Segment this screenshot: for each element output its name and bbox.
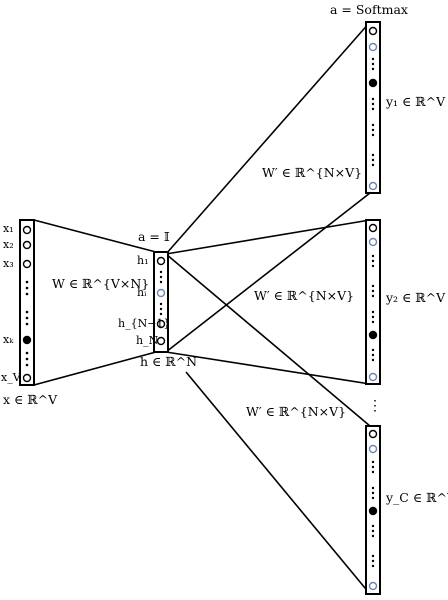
- label-x3: x₃: [3, 257, 14, 270]
- hidden-node-hN: [156, 336, 166, 346]
- hidden-node-hN1: [156, 319, 166, 329]
- yC-dots-b: [371, 486, 375, 500]
- input-dots-bottom: [25, 351, 29, 367]
- output-weight-label-2: W′ ∈ ℝ^{N×V}: [254, 288, 354, 303]
- output-panel-y2: y₂ ∈ ℝ^V: [365, 219, 446, 385]
- input-dots-lower: [25, 310, 29, 326]
- input-node-x1: [22, 225, 32, 235]
- output-panel-y1: y₁ ∈ ℝ^V: [365, 21, 446, 194]
- hidden-node-hi: [156, 288, 166, 298]
- input-hidden-edge-top: [33, 219, 157, 253]
- y1-node-second: [368, 42, 378, 52]
- input-node-x2: [22, 240, 32, 250]
- label-hN: h_N: [136, 334, 159, 347]
- y2-dots-b: [371, 284, 375, 298]
- y1-dots-d: [371, 153, 375, 167]
- hidden-vector-box: [153, 251, 169, 353]
- input-vector-box: [19, 219, 35, 386]
- hidden-y1-edge-top: [165, 21, 371, 255]
- output-vector-box-y2: [365, 219, 381, 385]
- hidden-y1-edge-bottom: [165, 192, 371, 353]
- hidden-dots-upper: [159, 270, 163, 284]
- output-panel-yC: y_C ∈ ℝ^V: [365, 425, 448, 595]
- y1-dots-a: [371, 57, 375, 71]
- label-hi: hᵢ: [137, 286, 147, 299]
- yC-node-first: [368, 429, 378, 439]
- hidden-yC-edge-bottom: [185, 371, 371, 595]
- output-weight-label-3: W′ ∈ ℝ^{N×V}: [246, 404, 346, 419]
- output-weight-label-1: W′ ∈ ℝ^{N×V}: [262, 165, 362, 180]
- input-vector-label: x ∈ ℝ^V: [3, 392, 58, 407]
- hidden-yC-edge-top: [165, 253, 371, 427]
- y1-dots-b: [371, 97, 375, 111]
- label-h1: h₁: [137, 254, 149, 267]
- label-xk: xₖ: [3, 333, 14, 346]
- hidden-dots-lower: [159, 302, 163, 316]
- connection-lines: [33, 21, 371, 595]
- hidden-y2-edge-top: [165, 219, 371, 255]
- y2-dots-c: [371, 310, 375, 324]
- y1-vector-label: y₁ ∈ ℝ^V: [385, 94, 446, 109]
- output-panels-ellipsis: ⋮: [368, 398, 382, 414]
- hidden-y2-edge-bottom: [165, 351, 371, 385]
- y2-node-first: [368, 223, 378, 233]
- label-hN1: h_{N−1}: [118, 317, 170, 330]
- input-dots-upper: [25, 280, 29, 296]
- yC-node-second: [368, 444, 378, 454]
- yC-dots-a: [371, 460, 375, 474]
- input-node-x3: [22, 259, 32, 269]
- input-layer: x₁ x₂ x₃ xₖ x_V x ∈ ℝ^V: [1, 219, 58, 407]
- hidden-layer: a = 𝕀 h₁ hᵢ h_{N−1} h_N h ∈ ℝ^N: [118, 229, 197, 369]
- yC-node-last: [368, 581, 378, 591]
- y1-node-filled: [368, 78, 378, 88]
- y1-node-first: [368, 26, 378, 36]
- output-activation-label: a = Softmax: [330, 2, 408, 17]
- y2-node-second: [368, 237, 378, 247]
- yC-node-filled: [368, 506, 378, 516]
- yC-dots-c: [371, 524, 375, 538]
- y2-node-filled: [368, 330, 378, 340]
- output-vector-box-y1: [365, 21, 381, 194]
- hidden-activation-label: a = 𝕀: [138, 229, 170, 244]
- input-node-xV: [22, 373, 32, 383]
- yC-vector-label: y_C ∈ ℝ^V: [385, 490, 448, 505]
- y2-node-last: [368, 372, 378, 382]
- y1-dots-c: [371, 123, 375, 137]
- hidden-vector-label: h ∈ ℝ^N: [140, 354, 197, 369]
- input-weight-label: W ∈ ℝ^{V×N}: [52, 276, 149, 291]
- input-hidden-edge-bottom: [33, 351, 157, 386]
- input-node-xk: [22, 335, 32, 345]
- y2-vector-label: y₂ ∈ ℝ^V: [385, 290, 446, 305]
- y2-dots-d: [371, 348, 375, 362]
- label-xV: x_V: [1, 371, 22, 384]
- y2-dots-a: [371, 254, 375, 268]
- label-x2: x₂: [3, 238, 14, 251]
- yC-dots-d: [371, 554, 375, 568]
- y1-node-last: [368, 181, 378, 191]
- hidden-node-h1: [156, 256, 166, 266]
- label-x1: x₁: [3, 222, 14, 235]
